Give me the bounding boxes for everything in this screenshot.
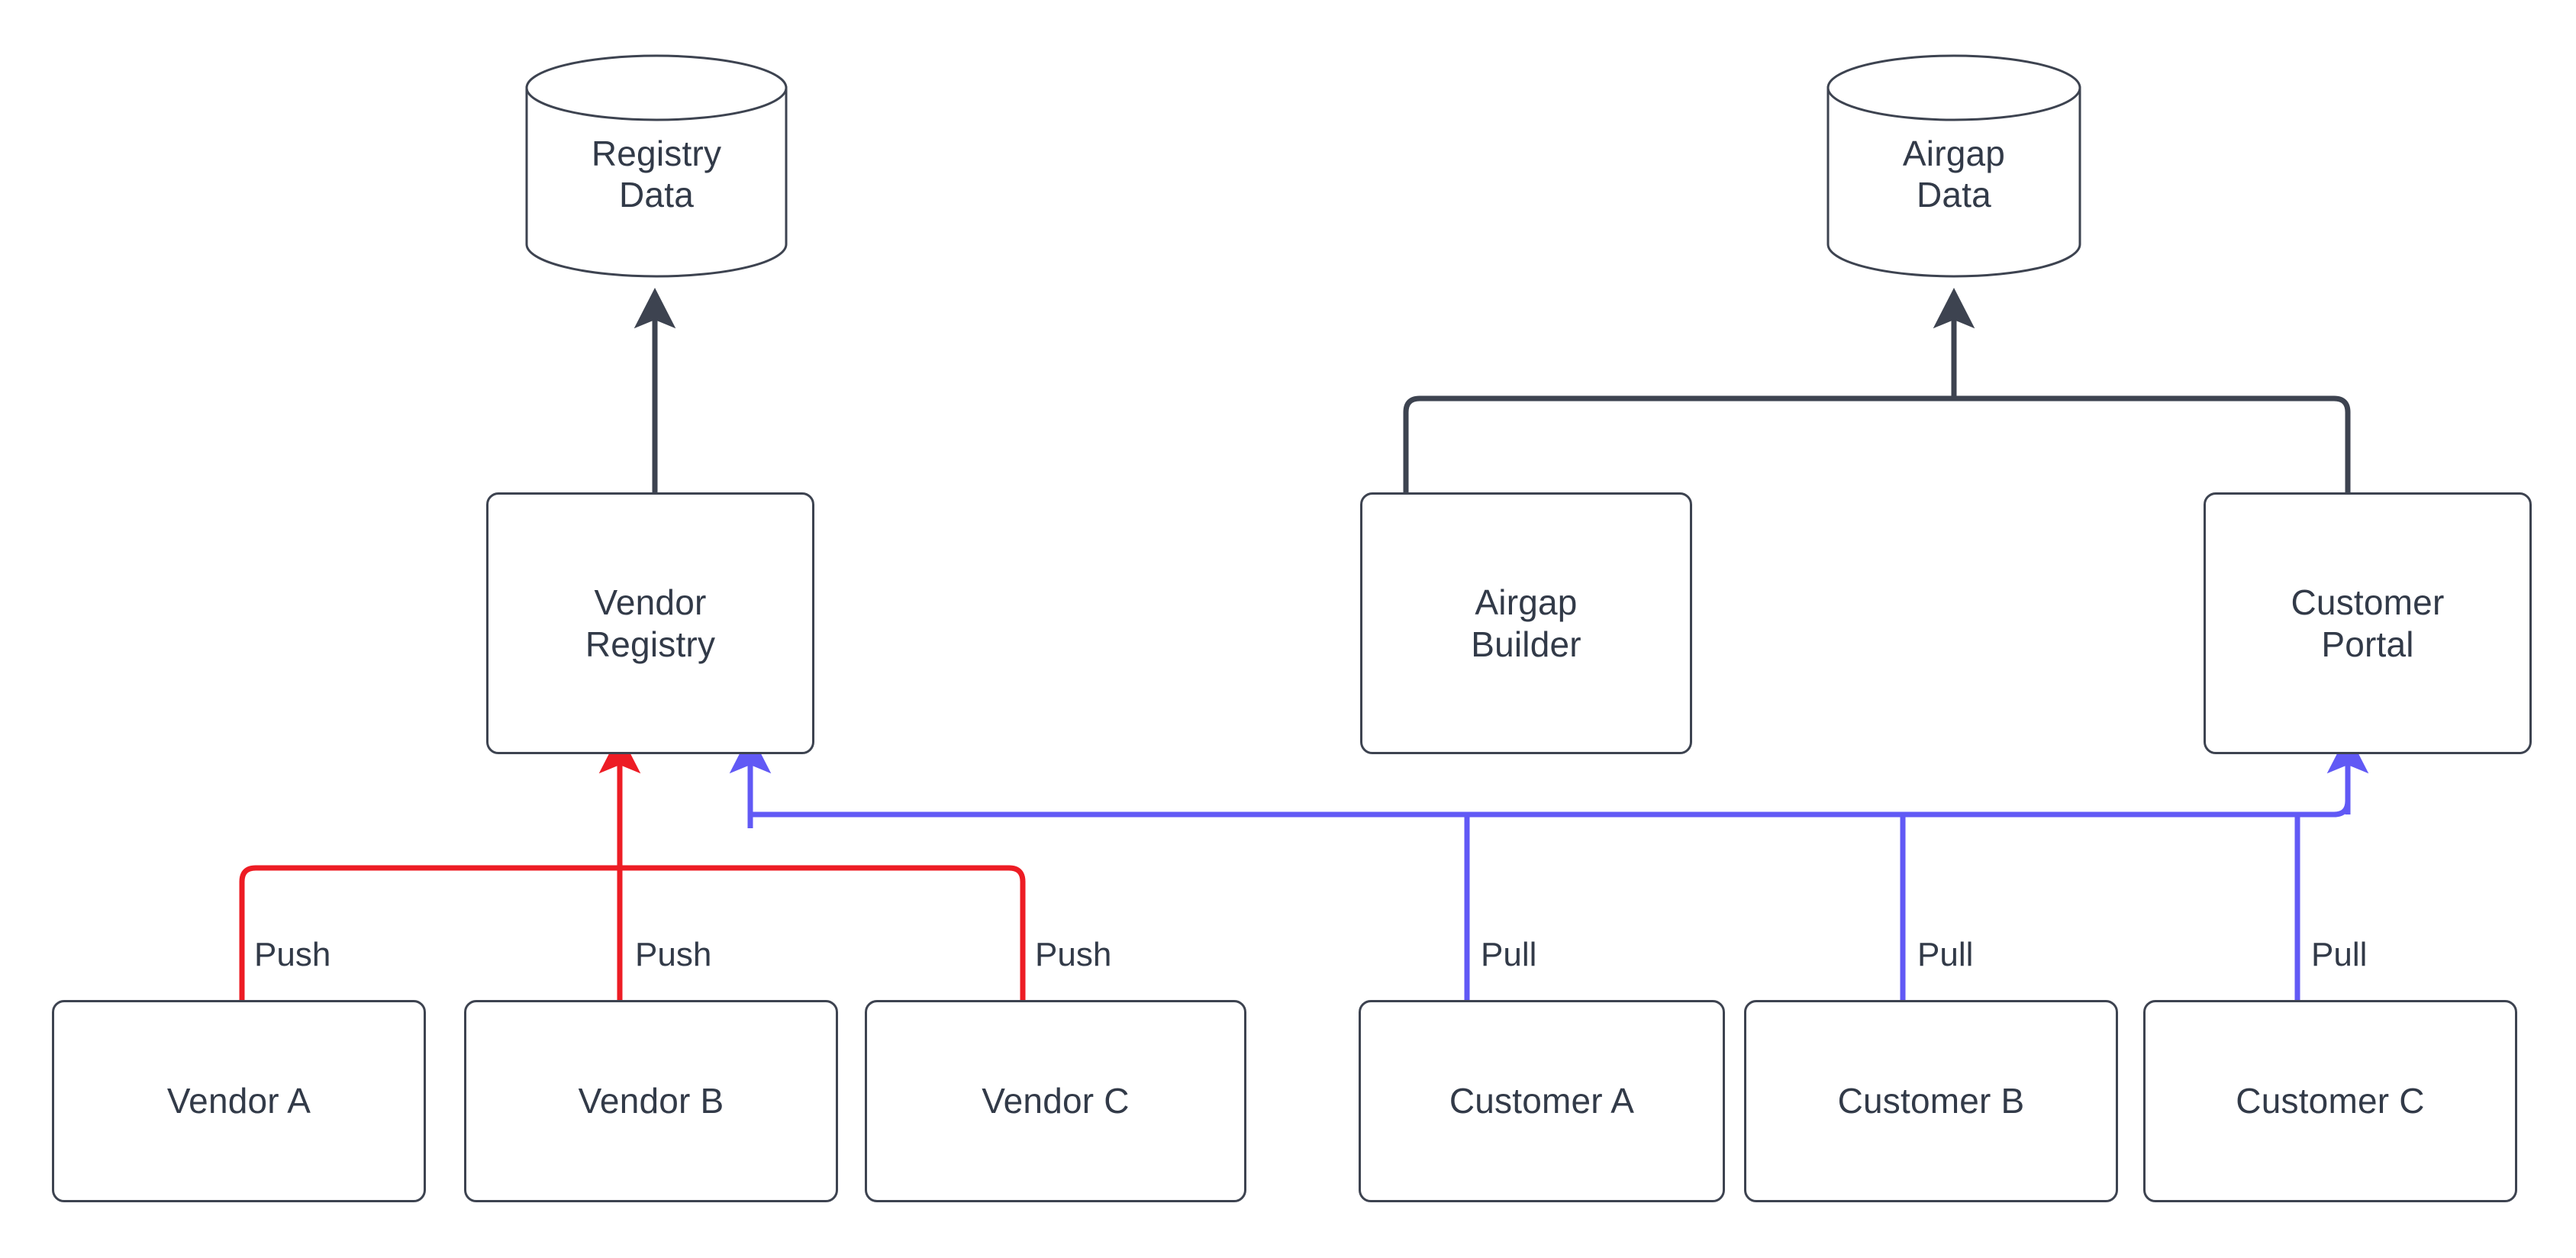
- edge-label-vendor-a-push: Push: [254, 936, 331, 973]
- vendor-a-label: Vendor A: [166, 1081, 311, 1121]
- vendor-c-label: Vendor C: [982, 1081, 1130, 1121]
- airgap-data-node[interactable]: Airgap Data: [1828, 57, 2080, 279]
- vendor-a-node[interactable]: Vendor A: [52, 1000, 426, 1202]
- edge-customer-portal-to-airgap-data: [1954, 395, 2351, 492]
- edge-label-customer-b-pull: Pull: [1917, 936, 1974, 973]
- vendor-registry-label-line1: Vendor: [594, 582, 707, 623]
- edge-vendor-c-push: [620, 865, 1026, 1000]
- edge-pull-bus-right-corner: [2297, 800, 2351, 818]
- edge-label-vendor-b-push: Push: [635, 936, 712, 973]
- airgap-builder-node[interactable]: Airgap Builder: [1360, 492, 1692, 754]
- registry-data-label-line2: Data: [619, 175, 694, 215]
- airgap-data-label-line2: Data: [1917, 175, 1991, 215]
- registry-data-label-line1: Registry: [591, 133, 722, 173]
- customer-b-label: Customer B: [1837, 1081, 2025, 1121]
- customer-portal-label-line1: Customer: [2291, 582, 2445, 623]
- customer-c-label: Customer C: [2236, 1081, 2425, 1121]
- edge-label-vendor-c-push: Push: [1035, 936, 1112, 973]
- vendor-b-node[interactable]: Vendor B: [464, 1000, 838, 1202]
- vendor-c-node[interactable]: Vendor C: [865, 1000, 1246, 1202]
- vendor-b-label: Vendor B: [578, 1081, 724, 1121]
- customer-c-node[interactable]: Customer C: [2143, 1000, 2517, 1202]
- vendor-registry-node[interactable]: Vendor Registry: [486, 492, 814, 754]
- edge-label-customer-c-pull: Pull: [2311, 936, 2368, 973]
- customer-a-node[interactable]: Customer A: [1359, 1000, 1725, 1202]
- airgap-builder-label-line1: Airgap: [1475, 582, 1578, 623]
- customer-portal-node[interactable]: Customer Portal: [2204, 492, 2532, 754]
- registry-data-node[interactable]: Registry Data: [527, 57, 786, 279]
- airgap-data-cylinder-shape: [1826, 54, 2081, 278]
- edge-label-customer-a-pull: Pull: [1481, 936, 1537, 973]
- airgap-data-label-line1: Airgap: [1902, 133, 2006, 173]
- customer-b-node[interactable]: Customer B: [1744, 1000, 2118, 1202]
- customer-portal-label-line2: Portal: [2321, 624, 2414, 664]
- edge-airgap-builder-to-airgap-data: [1403, 395, 1954, 492]
- edge-vendor-a-push: [239, 865, 620, 1000]
- customer-a-label: Customer A: [1449, 1081, 1635, 1121]
- registry-data-cylinder-shape: [525, 54, 788, 278]
- airgap-builder-label-line2: Builder: [1471, 624, 1581, 664]
- vendor-registry-label-line2: Registry: [585, 624, 716, 664]
- edge-pull-bus-left-corner: [747, 811, 764, 828]
